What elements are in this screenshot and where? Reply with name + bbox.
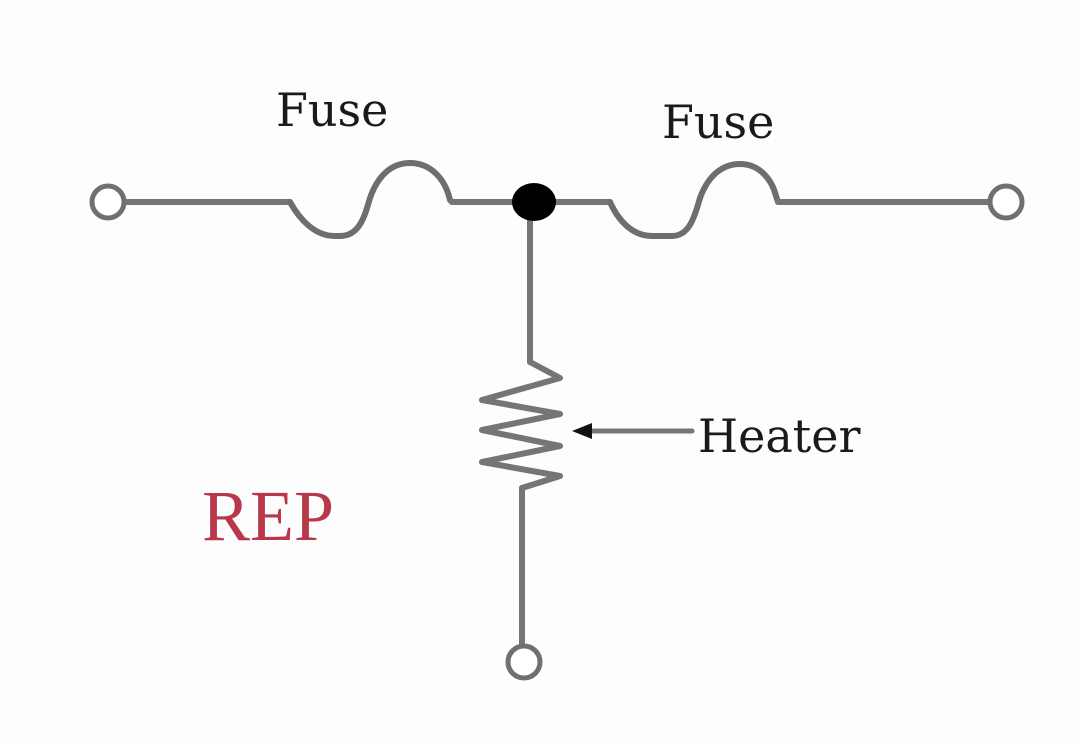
terminal-right: [987, 183, 1025, 221]
fuse-left-label: Fuse: [276, 83, 388, 137]
rep-title: REP: [202, 476, 334, 556]
heater-label: Heater: [698, 409, 860, 463]
heater-arrow-icon: [572, 423, 592, 439]
terminal-left: [89, 183, 127, 221]
heater-resistor-symbol: [479, 359, 563, 491]
terminal-bottom: [505, 643, 543, 681]
fuse-right-label: Fuse: [662, 95, 774, 149]
fuse-left-symbol: [287, 160, 455, 239]
fuse-right-symbol: [607, 161, 781, 239]
junction-center: [512, 183, 556, 221]
